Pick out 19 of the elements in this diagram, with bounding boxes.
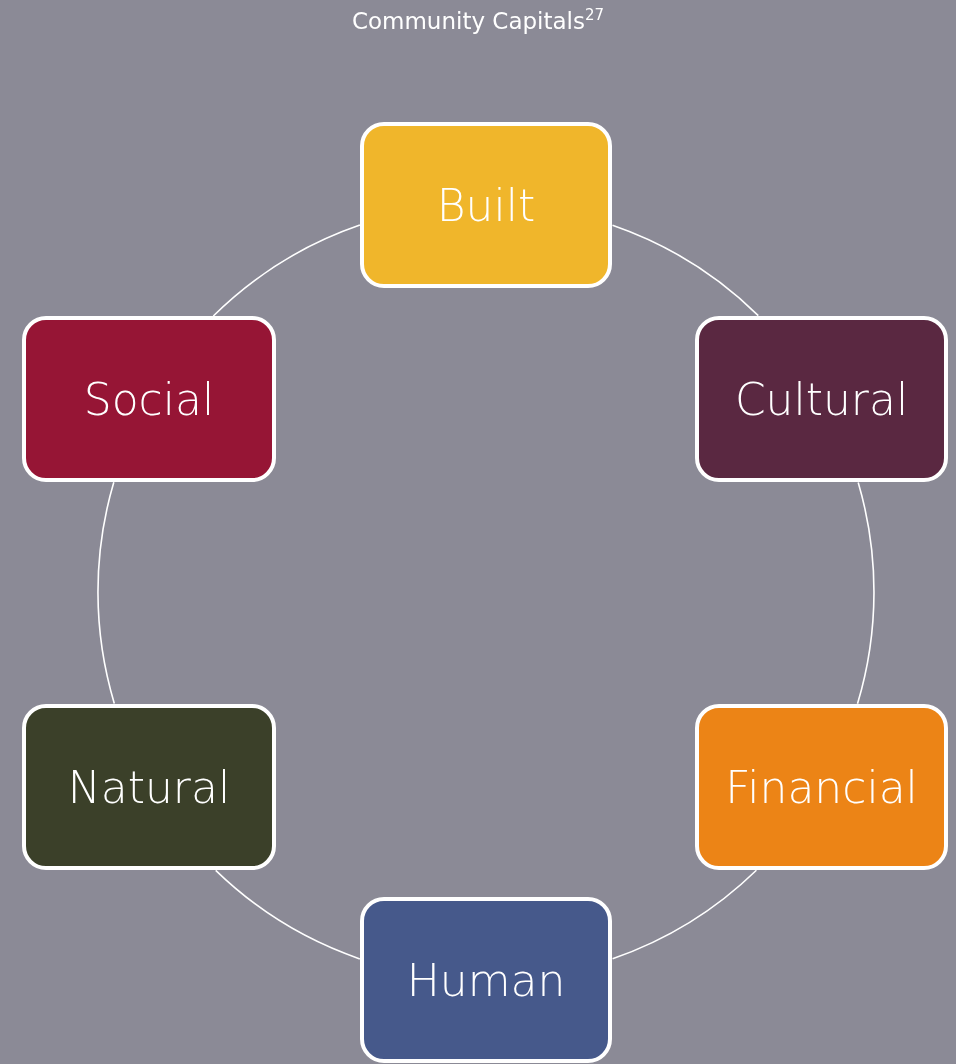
connector-arc — [856, 481, 875, 705]
connector-arc — [214, 869, 361, 960]
capital-box — [695, 316, 948, 482]
diagram-title: Community Capitals$^{27}$ — [350, 6, 606, 34]
capital-box — [22, 704, 276, 870]
connector-arc — [611, 869, 758, 960]
capital-label: Natural — [67, 761, 231, 813]
connector-arc — [611, 224, 760, 317]
capital-label: Financial — [725, 761, 918, 813]
connector-arc — [212, 224, 361, 317]
capital-box — [22, 316, 276, 482]
capital-box — [695, 704, 948, 870]
capital-box — [360, 122, 612, 288]
capital-label: Human — [406, 954, 566, 1006]
capital-label: Social — [83, 373, 215, 425]
connector-arc — [97, 481, 116, 705]
capital-box — [360, 897, 612, 1063]
capital-label: Built — [436, 179, 536, 231]
capital-label: Cultural — [734, 373, 909, 425]
